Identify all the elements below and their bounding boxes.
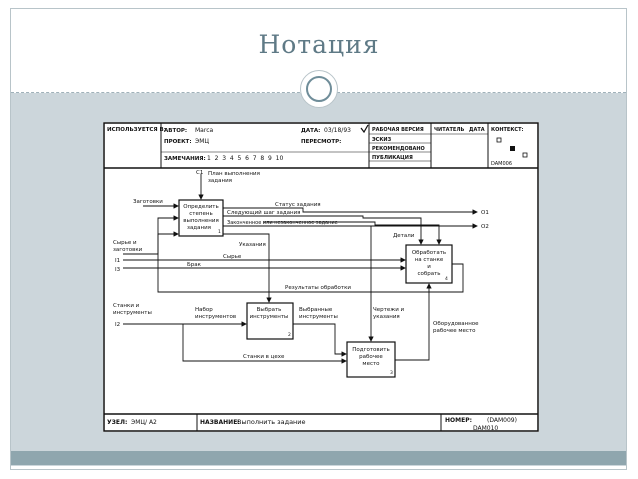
box-4-line: Обработать — [412, 250, 446, 256]
arrow-lines — [123, 174, 478, 364]
context-code: DAM006 — [491, 161, 512, 167]
notes-value: 1 2 3 4 5 6 7 8 9 10 — [207, 155, 284, 162]
name-label: НАЗВАНИЕ: — [200, 419, 240, 426]
label-details: Детали — [393, 233, 415, 239]
label-machines-shop: Станки в цехе — [243, 354, 285, 360]
activity-box-3 — [346, 341, 396, 378]
context-box-icon — [510, 146, 515, 151]
box-2-line: Выбрать — [257, 307, 282, 313]
label-raw-and-blanks: Сырье и — [113, 240, 137, 246]
box-4-line: и — [427, 264, 431, 270]
box-4-line: на станке — [415, 257, 444, 263]
label-task-status: Статус задания — [275, 202, 321, 208]
idef0-svg: ИСПОЛЬЗУЕТСЯ В: АВТОР: Marca ПРОЕКТ: ЭМЦ… — [103, 122, 539, 432]
label-drawings: Чертежи и — [373, 307, 405, 313]
status-working: РАБОЧАЯ ВЕРСИЯ — [372, 127, 424, 133]
number-value: (DAM009) — [487, 417, 517, 424]
box-4-line: собрать — [417, 271, 440, 277]
ring-ornament-inner — [306, 76, 332, 102]
label-next-step: Следующий шаг задания — [227, 209, 301, 216]
label-drawings: указания — [373, 314, 400, 320]
label-equipped: рабочее место — [433, 328, 476, 334]
context-box-icon — [522, 152, 528, 158]
revision-label: ПЕРЕСМОТР: — [301, 139, 341, 145]
label-c1: C1 — [196, 170, 203, 176]
label-raw: Сырье — [223, 254, 242, 260]
label-instructions: Указания — [239, 242, 266, 248]
box-2-line: инструменты — [250, 314, 289, 320]
label-tool-set: Набор — [195, 307, 213, 313]
label-selected-tools: инструменты — [299, 314, 338, 320]
label-results: Результаты обработки — [285, 285, 351, 291]
slide-title: Нотация — [258, 30, 380, 59]
context-box-icon — [496, 137, 502, 143]
number-value-2: DAM010 — [473, 425, 498, 432]
label-defect: Брак — [187, 262, 202, 268]
status-draft: ЭСКИЗ — [372, 137, 392, 143]
box-1-line: задания — [187, 225, 211, 231]
label-i2: I2 — [115, 322, 120, 328]
author-label: АВТОР: — [164, 128, 187, 134]
label-finished: Законченное или незаконченное задание — [227, 220, 338, 226]
box-1-number: 1 — [218, 229, 221, 235]
date-label: ДАТА: — [301, 128, 320, 134]
reader-date-label: ДАТА — [469, 127, 485, 133]
label-selected-tools: Выбранные — [299, 307, 333, 313]
box-3-line: место — [362, 361, 380, 367]
form-border — [103, 122, 539, 432]
author-value: Marca — [195, 127, 213, 134]
label-machines-tools: Станки и — [113, 303, 140, 309]
project-value: ЭМЦ — [195, 138, 209, 145]
label-raw-and-blanks: заготовки — [113, 247, 143, 253]
footer-band — [11, 451, 626, 465]
label-equipped: Оборудованное — [433, 321, 479, 327]
date-value: 03/18/93 — [324, 127, 351, 134]
box-3-line: рабочее — [359, 354, 383, 360]
number-label: НОМЕР: — [445, 417, 472, 424]
reader-label: ЧИТАТЕЛЬ — [434, 127, 464, 133]
box-4-number: 4 — [445, 276, 448, 282]
context-label: КОНТЕКСТ: — [491, 127, 524, 133]
box-2-number: 2 — [288, 332, 291, 338]
node-label: УЗЕЛ: — [107, 419, 127, 426]
node-value: ЭМЦ/ А2 — [131, 419, 157, 426]
notes-label: ЗАМЕЧАНИЯ: — [164, 156, 206, 162]
box-1-line: выполнения — [183, 218, 219, 224]
label-plan: План выполнения — [208, 171, 260, 177]
box-3-line: Подготовить — [352, 347, 389, 353]
status-publication: ПУБЛИКАЦИЯ — [372, 155, 413, 161]
label-plan: задания — [208, 178, 232, 184]
activity-box-2 — [246, 302, 294, 340]
activity-box-1 — [178, 199, 224, 237]
box-1-line: Определить — [183, 204, 219, 210]
label-machines-tools: инструменты — [113, 310, 152, 316]
used-at-label: ИСПОЛЬЗУЕТСЯ В: — [107, 127, 166, 133]
name-value: Выполнить задание — [237, 418, 306, 426]
label-blanks: Заготовки — [133, 199, 163, 205]
box-3-number: 3 — [390, 370, 393, 376]
activity-box-4 — [405, 244, 453, 284]
label-o1: O1 — [481, 210, 489, 216]
check-icon — [360, 124, 369, 134]
idef0-diagram: ИСПОЛЬЗУЕТСЯ В: АВТОР: Marca ПРОЕКТ: ЭМЦ… — [103, 122, 539, 432]
project-label: ПРОЕКТ: — [164, 139, 192, 145]
status-recommended: РЕКОМЕНДОВАНО — [372, 146, 425, 152]
label-i1: I1 — [115, 258, 120, 264]
label-tool-set: инструментов — [195, 314, 236, 320]
label-i3: I3 — [115, 267, 121, 273]
label-o2: O2 — [481, 224, 489, 230]
box-1-line: степень — [189, 211, 212, 217]
